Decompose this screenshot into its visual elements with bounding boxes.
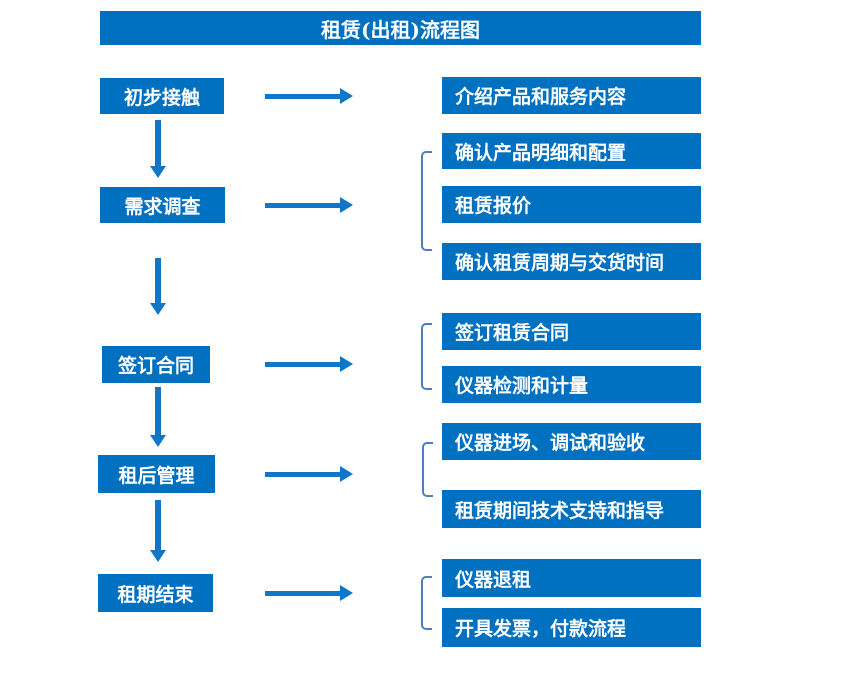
output-box-invoice-payment: 开具发票，付款流程 <box>442 608 701 647</box>
step-box-rental-end: 租期结束 <box>98 574 213 612</box>
output-box-technical-support: 租赁期间技术支持和指导 <box>442 490 701 528</box>
step-box-demand-survey: 需求调查 <box>100 187 225 223</box>
output-box-confirm-product-details: 确认产品明细和配置 <box>442 133 701 169</box>
step-box-initial-contact: 初步接触 <box>100 78 224 114</box>
output-box-instrument-return: 仪器退租 <box>442 559 701 597</box>
output-box-confirm-rental-period: 确认租赁周期与交货时间 <box>442 243 701 280</box>
arrow-right-step2 <box>265 197 353 213</box>
flowchart-title: 租赁(出租)流程图 <box>100 11 701 45</box>
arrow-head-icon <box>150 303 166 315</box>
arrow-head-icon <box>340 466 353 482</box>
arrow-right-step3 <box>265 356 353 372</box>
bracket-step5-outputs <box>421 576 432 630</box>
arrow-shaft <box>265 590 340 596</box>
arrow-right-step4 <box>265 466 353 482</box>
bracket-step2-outputs <box>421 151 432 251</box>
arrow-shaft <box>265 471 340 477</box>
arrow-right-step5 <box>265 585 353 601</box>
arrow-shaft <box>265 202 340 208</box>
arrow-down-step3-step4 <box>150 387 166 447</box>
arrow-head-icon <box>150 166 166 178</box>
output-box-instrument-setup: 仪器进场、调试和验收 <box>442 423 701 460</box>
arrow-shaft <box>155 120 161 166</box>
arrow-head-icon <box>340 585 353 601</box>
arrow-head-icon <box>340 356 353 372</box>
arrow-head-icon <box>340 197 353 213</box>
arrow-down-step4-step5 <box>150 500 166 562</box>
arrow-shaft <box>265 361 340 367</box>
arrow-down-step1-step2 <box>150 120 166 178</box>
arrow-head-icon <box>150 435 166 447</box>
arrow-shaft <box>155 500 161 550</box>
output-box-instrument-inspection: 仪器检测和计量 <box>442 366 701 403</box>
output-box-sign-rental-contract: 签订租赁合同 <box>442 313 701 350</box>
output-box-rental-quotation: 租赁报价 <box>442 186 701 223</box>
bracket-step3-outputs <box>421 323 432 390</box>
step-box-sign-contract: 签订合同 <box>102 346 210 383</box>
arrow-right-step1 <box>265 88 353 104</box>
arrow-shaft <box>155 258 161 303</box>
arrow-shaft <box>155 387 161 435</box>
arrow-head-icon <box>340 88 353 104</box>
arrow-shaft <box>265 93 340 99</box>
bracket-step4-outputs <box>422 442 433 497</box>
arrow-head-icon <box>150 550 166 562</box>
arrow-down-step2-step3 <box>150 258 166 315</box>
step-box-post-rental-management: 租后管理 <box>98 455 215 493</box>
output-box-introduce-products: 介绍产品和服务内容 <box>442 77 701 114</box>
